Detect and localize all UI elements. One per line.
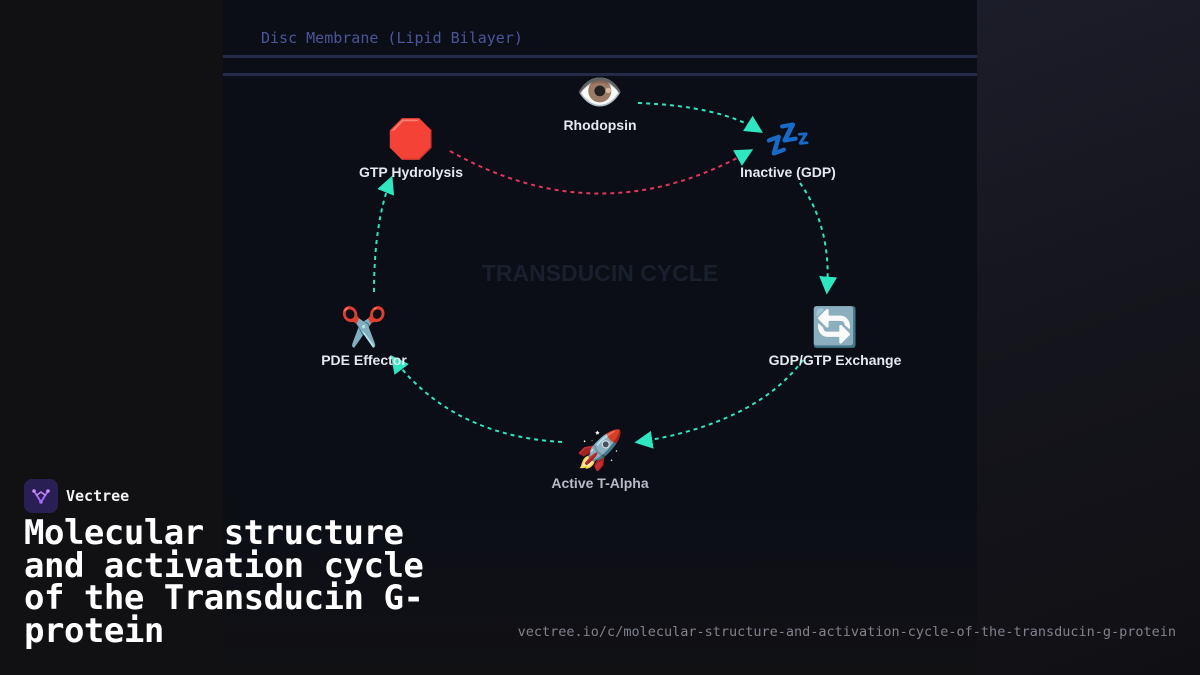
- node-label: Rhodopsin: [563, 117, 637, 133]
- membrane-line-top: [223, 55, 977, 58]
- node-active: 🚀 Active T-Alpha: [490, 428, 710, 491]
- node-inactive: 💤 Inactive (GDP): [678, 117, 898, 180]
- node-pde: ✂️ PDE Effector: [254, 305, 474, 368]
- source-url[interactable]: vectree.io/c/molecular-structure-and-act…: [517, 624, 1176, 640]
- node-label: Active T-Alpha: [551, 475, 649, 491]
- diagram-panel: [223, 0, 977, 675]
- scissors-icon: ✂️: [340, 305, 388, 349]
- node-label: PDE Effector: [321, 352, 407, 368]
- edge-inactive-to-exchange: [799, 182, 838, 295]
- eye-icon: 👁️: [576, 70, 624, 114]
- edge-hydrolysis-to-inactive: [449, 149, 754, 195]
- stop-sign-icon: 🛑: [387, 117, 435, 161]
- background-glow: [977, 0, 1200, 675]
- cycle-arrows-icon: 🔄: [811, 305, 859, 349]
- node-label: GDP/GTP Exchange: [768, 352, 902, 368]
- node-label: GTP Hydrolysis: [358, 164, 463, 180]
- node-hydrolysis: 🛑 GTP Hydrolysis: [301, 117, 521, 180]
- edge-active-to-pde: [390, 355, 563, 443]
- edge-exchange-to-active: [634, 359, 804, 449]
- vectree-logo-icon: [24, 479, 58, 513]
- zzz-icon: 💤: [764, 117, 812, 161]
- node-label: Inactive (GDP): [740, 164, 836, 180]
- rocket-icon: 🚀: [576, 428, 624, 472]
- node-exchange: 🔄 GDP/GTP Exchange: [725, 305, 945, 368]
- edge-rhodopsin-to-inactive: [637, 102, 764, 133]
- membrane-line-bottom: [223, 73, 977, 76]
- brand: Vectree: [24, 479, 129, 513]
- brand-name: Vectree: [66, 487, 130, 505]
- membrane-label: Disc Membrane (Lipid Bilayer): [261, 29, 523, 47]
- cycle-watermark: TRANSDUCIN CYCLE: [481, 260, 719, 286]
- node-rhodopsin: 👁️ Rhodopsin: [490, 70, 710, 133]
- page-title: Molecular structure and activation cycle…: [24, 513, 424, 651]
- edge-pde-to-hydrolysis: [373, 175, 395, 293]
